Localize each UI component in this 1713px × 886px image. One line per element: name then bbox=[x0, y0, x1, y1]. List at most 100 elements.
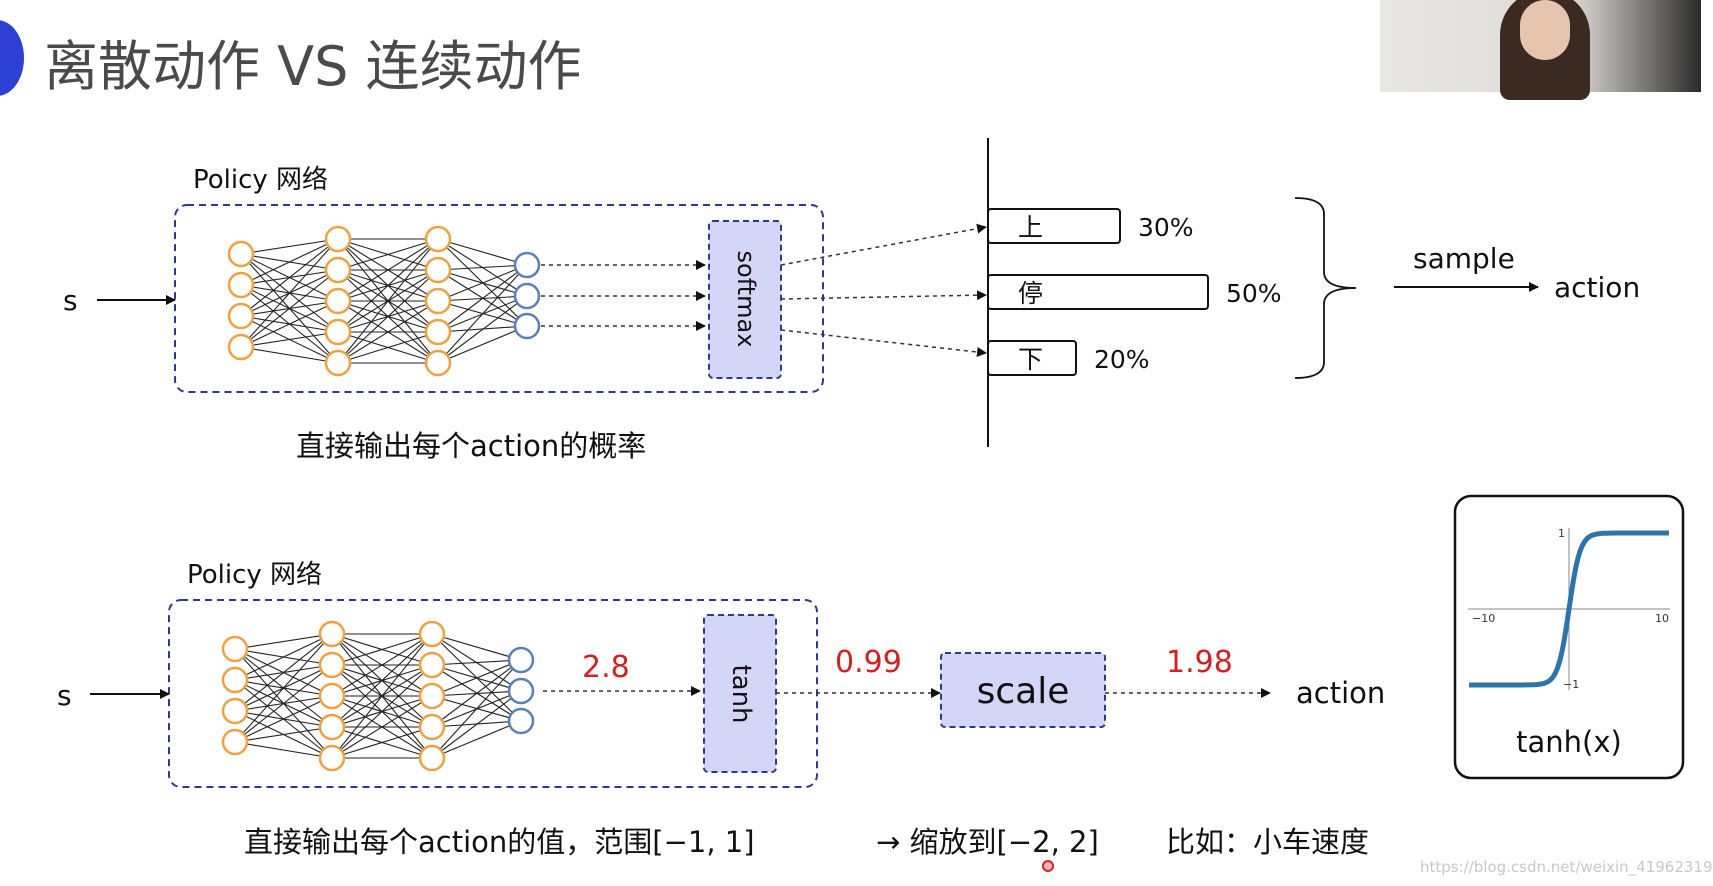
nn-edge bbox=[331, 633, 433, 666]
cursor-dot bbox=[1042, 860, 1054, 872]
nn-edge bbox=[331, 633, 433, 728]
nn-node bbox=[324, 287, 352, 315]
nn-edge bbox=[331, 633, 433, 697]
scale-box bbox=[940, 652, 1106, 728]
tanh-label: tanh bbox=[726, 664, 756, 723]
continuous-caption-example: 比如：小车速度 bbox=[1166, 825, 1369, 859]
tanh-xtick-max: 10 bbox=[1655, 612, 1669, 625]
scale-label: scale bbox=[977, 671, 1070, 712]
nn-node bbox=[318, 651, 346, 679]
nn-edge bbox=[437, 264, 528, 364]
nn-node bbox=[221, 635, 249, 663]
nn-edge bbox=[337, 238, 439, 271]
tanh-xtick-min: −10 bbox=[1472, 612, 1495, 625]
tanh-output-value: 0.99 bbox=[835, 645, 902, 680]
nn-node bbox=[318, 682, 346, 710]
nn-node bbox=[318, 713, 346, 741]
tanh-ytick-min: −1 bbox=[1563, 678, 1579, 691]
continuous-action-label: action bbox=[1296, 676, 1385, 710]
nn-edge bbox=[431, 633, 522, 661]
nn-edge bbox=[240, 238, 339, 317]
nn-edge bbox=[431, 690, 522, 759]
nn-edge bbox=[240, 238, 339, 286]
nn-edge bbox=[431, 659, 522, 759]
nn-node bbox=[227, 333, 255, 361]
nn-node bbox=[227, 240, 255, 268]
continuous-input-label: s bbox=[57, 679, 72, 712]
softmax-to-up-arrow bbox=[780, 223, 987, 266]
tanh-plot: −10 10 1 −1 bbox=[1468, 527, 1670, 691]
nn-edge bbox=[337, 269, 439, 364]
nn-edge bbox=[331, 726, 433, 759]
nn-edge bbox=[337, 300, 439, 364]
nn-edge bbox=[240, 238, 339, 255]
nn-node bbox=[424, 256, 452, 284]
nn-edge bbox=[337, 238, 439, 333]
nn-output-node bbox=[507, 707, 535, 735]
presenter-face bbox=[1520, 0, 1570, 60]
nn-edge bbox=[337, 238, 439, 302]
nn-node bbox=[221, 666, 249, 694]
nn-node bbox=[227, 271, 255, 299]
probability-label: 30% bbox=[1138, 213, 1194, 242]
nn-edges bbox=[240, 238, 528, 364]
nn-node bbox=[418, 620, 446, 648]
nn-node bbox=[424, 225, 452, 253]
softmax-box bbox=[708, 220, 782, 379]
probability-bar bbox=[987, 274, 1209, 310]
scaled-output-value: 1.98 bbox=[1166, 645, 1233, 680]
nn-edge bbox=[337, 331, 439, 364]
nn-node bbox=[324, 256, 352, 284]
tanh-ytick-max: 1 bbox=[1558, 527, 1565, 540]
continuous-neural-network bbox=[221, 620, 535, 772]
nn-node bbox=[318, 744, 346, 772]
discrete-policy-label: Policy 网络 bbox=[193, 165, 328, 195]
continuous-caption-scale: → 缩放到[−2, 2] bbox=[876, 825, 1099, 859]
raw-output-value: 2.8 bbox=[582, 650, 630, 685]
nn-edge bbox=[331, 695, 433, 759]
tanh-plot-label: tanh(x) bbox=[1516, 725, 1622, 759]
continuous-policy-label: Policy 网络 bbox=[187, 560, 322, 590]
nn-edge bbox=[240, 300, 339, 348]
action-name-label: 下 bbox=[1018, 345, 1043, 374]
watermark: https://blog.csdn.net/weixin_41962319 bbox=[1420, 858, 1713, 876]
nn-node bbox=[418, 651, 446, 679]
nn-edges bbox=[234, 633, 522, 759]
action-name-label: 停 bbox=[1018, 279, 1043, 308]
nn-node bbox=[227, 302, 255, 330]
nn-edge bbox=[437, 264, 528, 271]
nn-node bbox=[221, 697, 249, 725]
nn-node bbox=[324, 349, 352, 377]
nn-edge bbox=[234, 695, 333, 743]
action-name-label: 上 bbox=[1018, 213, 1043, 242]
nn-node bbox=[424, 287, 452, 315]
discrete-caption: 直接输出每个action的概率 bbox=[296, 429, 646, 463]
softmax-to-down-arrow bbox=[780, 329, 987, 357]
discrete-input-label: s bbox=[63, 284, 78, 317]
nn-edge bbox=[234, 633, 333, 743]
tanh-curve bbox=[1469, 530, 1669, 688]
nn-node bbox=[221, 728, 249, 756]
nn-node bbox=[424, 349, 452, 377]
nn-output-node bbox=[513, 251, 541, 279]
nn-node bbox=[418, 744, 446, 772]
probability-bar bbox=[987, 340, 1077, 376]
discrete-action-label: action bbox=[1554, 271, 1640, 304]
nn-node bbox=[424, 318, 452, 346]
webcam-thumbnail bbox=[1380, 0, 1701, 100]
nn-edge bbox=[240, 331, 339, 348]
nn-output-node bbox=[507, 677, 535, 705]
nn-node bbox=[418, 713, 446, 741]
nn-node bbox=[324, 318, 352, 346]
nn-edge bbox=[331, 664, 433, 759]
nn-edge bbox=[437, 238, 528, 266]
probability-label: 20% bbox=[1094, 345, 1150, 374]
softmax-to-stop-arrow bbox=[780, 290, 987, 301]
nn-edge bbox=[437, 264, 528, 302]
nn-edge bbox=[431, 659, 522, 666]
nn-edge bbox=[431, 659, 522, 728]
nn-edge bbox=[240, 269, 339, 348]
nn-node bbox=[418, 682, 446, 710]
